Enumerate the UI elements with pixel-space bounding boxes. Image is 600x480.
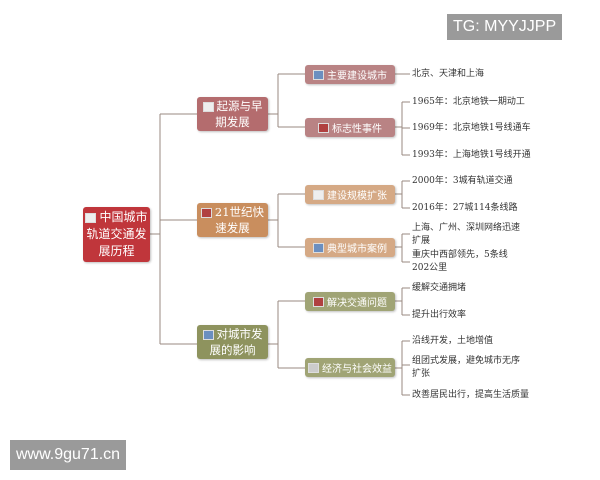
branch-impact[interactable]: 对城市发展的影响 bbox=[197, 325, 268, 359]
leaf: 1965年：北京地铁一期动工 bbox=[412, 97, 525, 107]
branch-origin[interactable]: 起源与早期发展 bbox=[197, 97, 268, 131]
sub-major-cities[interactable]: 主要建设城市 bbox=[305, 65, 395, 84]
leaf: 提升出行效率 bbox=[412, 310, 467, 320]
chart-up-icon bbox=[313, 189, 324, 200]
leaf: 2016年：27城114条线路 bbox=[412, 203, 518, 213]
sub-economic-social-benefits[interactable]: 经济与社会效益 bbox=[305, 358, 395, 377]
leaf: 重庆中西部领先，5条线202公里 bbox=[412, 250, 508, 273]
calendar-icon bbox=[202, 102, 214, 112]
car-icon bbox=[313, 296, 324, 307]
city-icon bbox=[313, 242, 324, 253]
city-icon bbox=[313, 69, 324, 80]
branch-rapid-development[interactable]: 21世纪快速发展 bbox=[197, 203, 268, 237]
watermark-top: TG: MYYJJPP bbox=[447, 14, 563, 40]
chart-icon bbox=[202, 330, 214, 340]
leaf: 沿线开发，土地增值 bbox=[412, 336, 494, 346]
leaf: 改善居民出行，提高生活质量 bbox=[412, 390, 530, 400]
sub-scale-expansion[interactable]: 建设规模扩张 bbox=[305, 185, 395, 204]
leaf: 缓解交通拥堵 bbox=[412, 283, 467, 293]
sub-city-cases[interactable]: 典型城市案例 bbox=[305, 238, 395, 257]
leaf: 北京、天津和上海 bbox=[412, 69, 485, 79]
root-node[interactable]: 中国城市轨道交通发展历程 bbox=[83, 207, 150, 262]
calendar-icon bbox=[85, 212, 97, 223]
leaf: 1969年：北京地铁1号线通车 bbox=[412, 123, 531, 133]
watermark-bottom: www.9gu71.cn bbox=[10, 440, 127, 470]
sub-traffic-solutions[interactable]: 解决交通问题 bbox=[305, 292, 395, 311]
rocket-icon bbox=[200, 208, 212, 218]
leaf: 1993年：上海地铁1号线开通 bbox=[412, 150, 531, 160]
leaf: 2000年：3城有轨道交通 bbox=[412, 176, 513, 186]
leaf: 组团式发展，避免城市无序扩张 bbox=[412, 356, 521, 379]
building-icon bbox=[308, 362, 319, 373]
leaf: 上海、广州、深圳网络迅速扩展 bbox=[412, 223, 521, 246]
rocket-icon bbox=[318, 122, 329, 133]
sub-milestones[interactable]: 标志性事件 bbox=[305, 118, 395, 137]
